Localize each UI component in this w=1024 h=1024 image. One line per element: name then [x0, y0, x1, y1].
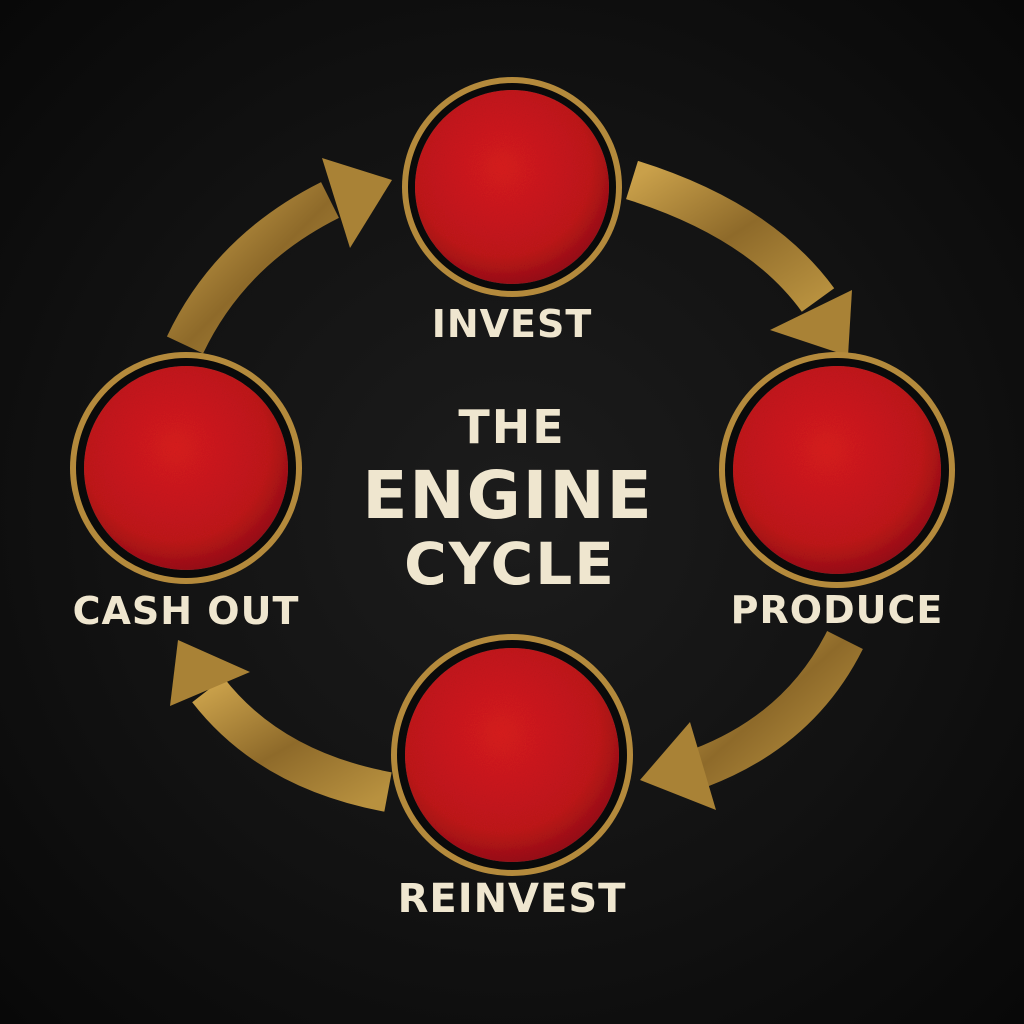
cycle-arrows — [166, 158, 863, 812]
node-label-reinvest: REINVEST — [398, 876, 627, 922]
node-invest: INVEST — [402, 77, 622, 346]
title-line-2: ENGINE — [362, 457, 653, 534]
title-line-3: CYCLE — [404, 530, 616, 598]
arrow-reinvest-to-cashout — [170, 640, 392, 812]
center-title: THE ENGINE CYCLE — [362, 400, 653, 598]
node-label-cash-out: CASH OUT — [73, 589, 300, 633]
node-label-produce: PRODUCE — [731, 588, 944, 632]
node-label-invest: INVEST — [432, 302, 593, 346]
node-reinvest: REINVEST — [391, 634, 633, 922]
arrow-produce-to-reinvest — [640, 630, 863, 810]
node-produce: PRODUCE — [719, 352, 955, 632]
arrow-invest-to-produce — [626, 160, 852, 356]
title-line-1: THE — [458, 400, 565, 454]
node-cash-out: CASH OUT — [70, 352, 302, 633]
arrow-cashout-to-invest — [166, 158, 392, 354]
